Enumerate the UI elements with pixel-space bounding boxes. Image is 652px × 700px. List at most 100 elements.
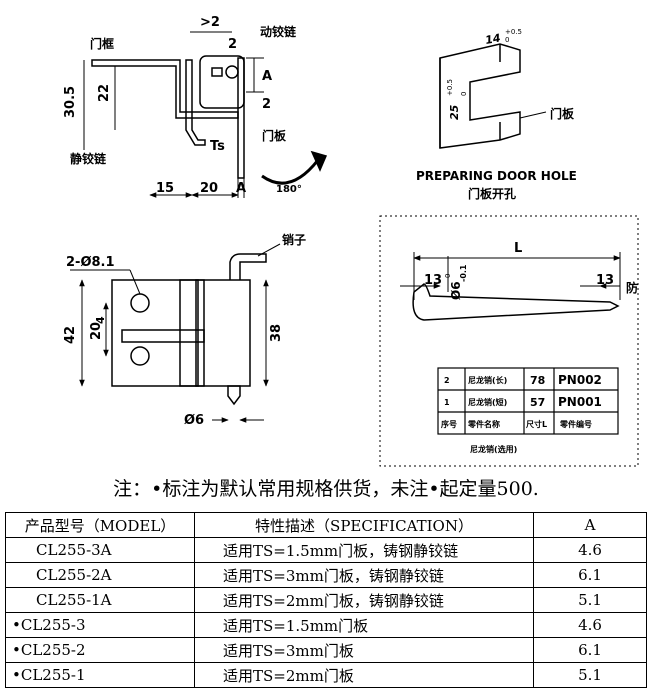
- dim-2-mid-label: 2: [262, 97, 271, 112]
- hole-spec-label: 2-Ø8.1: [66, 255, 115, 270]
- dim-a-side-label: A: [262, 69, 272, 84]
- side-view: [83, 31, 328, 198]
- technical-drawing: >2 2 动铰链 门框 A 2 30.5 22 静铰链 Ts 门板 15 20 …: [63, 15, 639, 467]
- dim-13-right-label: 13: [596, 273, 614, 288]
- supply-note: 注：•标注为默认常用规格供货，未注•起定量500.: [113, 478, 539, 500]
- static-hinge-label: 静铰链: [70, 151, 107, 166]
- parts-header-name: 零件名称: [467, 419, 500, 429]
- preparing-door-hole-title: PREPARING DOOR HOLE: [416, 169, 577, 183]
- parts-row-1-name: 尼龙销(短): [468, 397, 507, 407]
- rotate-arrow-shape: [261, 159, 320, 185]
- table-row: •CL255-1 适用TS=2mm门板 5.1: [5, 662, 647, 688]
- parts-header-size: 尺寸L: [526, 419, 547, 429]
- mount-hole-bottom: [130, 346, 150, 366]
- table-row: CL255-1A 适用TS=2mm门板，铸钢静铰链 5.1: [5, 587, 647, 613]
- header-a: A: [533, 512, 647, 538]
- header-model: 产品型号（MODEL）: [5, 512, 195, 538]
- parts-table: 2 尼龙销(长) 78 PN002 1 尼龙销(短) 57 PN001 序号 零…: [437, 367, 619, 454]
- pin-detail-labels: L 13 13 Ø6 0 -0.1 防: [424, 241, 638, 300]
- pin-top: [229, 253, 267, 280]
- cell-model: •CL255-1: [5, 662, 195, 688]
- tol-25-lower-label: 0: [460, 92, 468, 96]
- dim-phi6-label: Ø6: [184, 413, 204, 428]
- door-panel-label-right: 门板: [550, 106, 575, 121]
- cell-spec: 适用TS=1.5mm门板，铸钢静铰链: [194, 537, 534, 563]
- table-row: CL255-3A 适用TS=1.5mm门板，铸钢静铰链 4.6: [5, 537, 647, 563]
- cell-model: CL255-3A: [5, 537, 195, 563]
- tol-25-upper-label: +0.5: [446, 79, 454, 96]
- dim-l-label: L: [514, 241, 522, 256]
- mount-hole-top: [130, 293, 150, 313]
- cell-a: 4.6: [533, 612, 647, 638]
- dim-a-bottom-label: A: [236, 181, 246, 196]
- door-hole-outline: [439, 43, 521, 149]
- door-hole-cn-title: 门板开孔: [468, 186, 516, 201]
- dim-22-label: 22: [97, 84, 112, 102]
- dim-15-label: 15: [156, 181, 174, 196]
- dim-2-top-label: 2: [228, 37, 237, 52]
- hinge-plate-right: [195, 279, 251, 387]
- parts-row-1-no: 1: [444, 398, 450, 407]
- door-panel-label: 门板: [262, 128, 287, 143]
- cell-model: •CL255-3: [5, 612, 195, 638]
- cell-spec: 适用TS=3mm门板，铸钢静铰链: [194, 562, 534, 588]
- front-view: [70, 243, 281, 423]
- cell-model: •CL255-2: [5, 637, 195, 663]
- tol-phi6-lower-label: -0.1: [459, 264, 468, 282]
- parts-header-code: 零件编号: [559, 419, 592, 429]
- static-hinge-outline: [185, 59, 206, 146]
- pivot-circle: [225, 65, 239, 79]
- dim-42-label: 42: [63, 326, 78, 344]
- cell-spec: 适用TS=1.5mm门板: [194, 612, 534, 638]
- hinge-plate-left: [111, 279, 205, 387]
- nylon-pin-outline: [412, 283, 620, 321]
- parts-header-no: 序号: [441, 419, 457, 429]
- cell-a: 5.1: [533, 587, 647, 613]
- door-frame-label: 门框: [90, 36, 114, 51]
- cell-spec: 适用TS=3mm门板: [194, 637, 534, 663]
- cell-model: CL255-2A: [5, 562, 195, 588]
- dim-20-label: 20: [200, 181, 218, 196]
- dim-38-label: 38: [269, 324, 284, 342]
- cell-model: CL255-1A: [5, 587, 195, 613]
- tol-14-lower-label: 0: [505, 36, 509, 44]
- side-view-labels: >2 2 动铰链 门框 A 2 30.5 22 静铰链 Ts 门板 15 20 …: [63, 15, 302, 196]
- dim-phi6-pin-label: Ø6: [449, 281, 463, 300]
- parts-row-2-size: 78: [530, 374, 545, 387]
- cell-spec: 适用TS=2mm门板: [194, 662, 534, 688]
- moving-hinge-label: 动铰链: [260, 24, 297, 39]
- pin-bottom: [227, 385, 241, 406]
- angle-180-label: 180°: [276, 184, 302, 195]
- anti-label: 防: [626, 280, 638, 295]
- dim-20-front-label: 20: [89, 322, 104, 340]
- door-hole-labels: 14 +0.5 0 25 +0.5 0 门板 PREPARING DOOR HO…: [416, 28, 577, 201]
- dim-gt2-label: >2: [200, 15, 220, 30]
- spec-table: 产品型号（MODEL） 特性描述（SPECIFICATION） A CL255-…: [5, 512, 647, 688]
- cell-a: 4.6: [533, 537, 647, 563]
- table-row: CL255-2A 适用TS=3mm门板，铸钢静铰链 6.1: [5, 562, 647, 588]
- spec-table-header: 产品型号（MODEL） 特性描述（SPECIFICATION） A: [5, 512, 647, 538]
- cell-a: 6.1: [533, 562, 647, 588]
- ts-label: Ts: [210, 139, 225, 154]
- parts-row-2-code: PN002: [558, 373, 602, 387]
- pin-label: 销子: [282, 232, 306, 247]
- parts-row-1-code: PN001: [558, 395, 602, 409]
- dim-14-label: 14: [484, 31, 501, 46]
- parts-row-1-size: 57: [530, 396, 545, 409]
- parts-table-caption: 尼龙销(选用): [470, 444, 517, 454]
- front-view-labels: 销子 2-Ø8.1 42 20 4 38 Ø6: [63, 232, 306, 428]
- cell-spec: 适用TS=2mm门板，铸钢静铰链: [194, 587, 534, 613]
- tol-14-upper-label: +0.5: [505, 28, 522, 36]
- tol-phi6-upper-label: 0: [444, 274, 452, 278]
- dim-25-label: 25: [448, 104, 461, 120]
- door-panel-outline: [237, 57, 245, 179]
- dim-4-label: 4: [94, 316, 107, 324]
- cell-a: 5.1: [533, 662, 647, 688]
- dim-30-5-label: 30.5: [63, 86, 78, 118]
- cell-a: 6.1: [533, 637, 647, 663]
- parts-row-2-no: 2: [444, 376, 450, 385]
- header-spec: 特性描述（SPECIFICATION）: [194, 512, 534, 538]
- pin-detail-frame: [379, 215, 639, 467]
- dim-13-left-label: 13: [424, 273, 442, 288]
- table-row: •CL255-2 适用TS=3mm门板 6.1: [5, 637, 647, 663]
